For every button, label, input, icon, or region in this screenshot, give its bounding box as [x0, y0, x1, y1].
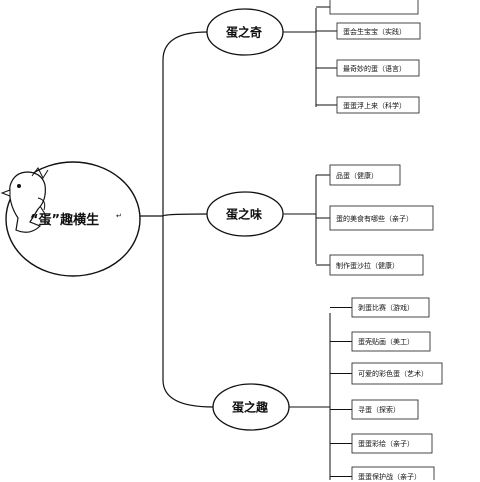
leaf-box	[336, 96, 420, 114]
branch-label: 蛋之趣	[231, 400, 269, 415]
leaf-text: 蛋蛋保护战（亲子）	[358, 473, 421, 481]
leaf-text: 蛋蛋浮上来（科学）	[343, 101, 406, 110]
leaf-box	[329, 254, 424, 276]
root-egg	[5, 161, 141, 277]
branch-label: 蛋之味	[225, 207, 263, 222]
leaf-box	[336, 22, 421, 40]
leaf-box	[329, 164, 401, 186]
leaf-box	[351, 399, 419, 420]
leaf-text: 蛋的美食有哪些（亲子）	[336, 214, 413, 223]
branch-connector	[162, 213, 208, 217]
leaf-text: 品蛋（健康）	[336, 171, 378, 180]
chick-eye	[17, 184, 21, 188]
chick-beak	[0, 189, 11, 197]
leaf-box-cropped	[329, 0, 419, 15]
chick-wing	[37, 197, 46, 211]
leaf-text: 蛋壳贴画（美工）	[358, 338, 414, 346]
leaf-text: 制作蛋沙拉（健康）	[336, 261, 399, 270]
leaf-box	[351, 466, 435, 480]
shell-top-edge	[31, 167, 49, 180]
leaf-box	[351, 297, 430, 318]
leaf-text: 最奇妙的蛋（语言）	[343, 64, 406, 73]
branch-connector	[162, 31, 208, 61]
leaf-text: 蛋会生宝宝（实践）	[343, 27, 406, 36]
root-label: “蛋”趣横生	[30, 213, 100, 228]
leaf-box	[329, 205, 434, 231]
leaf-text: 可爱的彩色蛋（艺术）	[358, 370, 428, 378]
leaf-box	[351, 331, 431, 352]
leaf-box	[351, 362, 443, 385]
leaf-text: 寻蛋（探索）	[358, 406, 400, 414]
branch-connector	[162, 379, 214, 408]
leaf-text: 蛋蛋彩绘（亲子）	[358, 440, 414, 448]
root-mark: ↵	[116, 212, 122, 220]
leaf-box	[336, 59, 420, 77]
leaf-box	[351, 433, 433, 454]
leaf-text: 剥蛋比赛（游戏）	[358, 304, 414, 312]
branch-label: 蛋之奇	[225, 25, 263, 40]
